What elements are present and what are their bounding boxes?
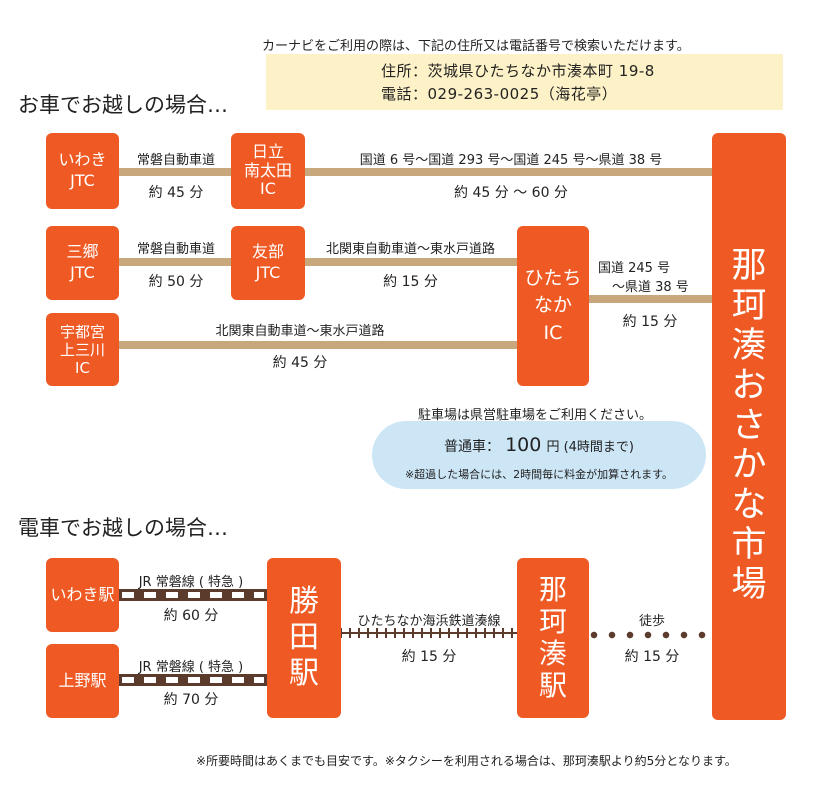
parking-bubble: [372, 421, 706, 489]
road-iwaki-hitachi: [118, 168, 233, 176]
parking-fee-value: 100: [505, 434, 542, 456]
car-section-title: お車でお越しの場合…: [18, 93, 228, 117]
road-hitachi-destination: [304, 168, 714, 176]
node-tomobe-jtc: 友部 JTC: [231, 226, 305, 300]
route-prefectural-label-1: 国道 245 号: [598, 261, 671, 276]
route-minato-line-time: 約 15 分: [401, 649, 457, 665]
route-joban-limited-time-1: 約 60 分: [163, 608, 219, 624]
node-misato-jtc: 三郷 JTC: [46, 226, 119, 300]
node-katsuta-station: 勝 田 駅: [267, 558, 341, 718]
road-utsunomiya-hitachinaka: [118, 341, 518, 349]
route-joban-limited-time-2: 約 70 分: [163, 692, 219, 708]
route-kitakanto-label-1: 北関東自動車道〜東水戸道路: [325, 242, 495, 257]
route-joban-label-1: 常磐自動車道: [136, 153, 215, 168]
route-joban-label-2: 常磐自動車道: [136, 242, 215, 257]
destination-nakaminato-fish-market: 那 珂 湊 お さ か な 市 場: [712, 133, 786, 720]
route-joban-time-2: 約 50 分: [148, 274, 204, 290]
route-national-road-label: 国道 6 号〜国道 293 号〜国道 245 号〜県道 38 号: [359, 153, 663, 168]
road-tomobe-hitachinaka: [304, 258, 518, 266]
route-joban-limited-label-2: JR 常磐線 ( 特急 ): [138, 660, 244, 675]
road-misato-tomobe: [118, 258, 233, 266]
road-hitachinaka-destination: [588, 295, 714, 303]
node-utsunomiya-kaminokawa-ic: 宇都宮 上三川 IC: [46, 313, 119, 386]
route-prefectural-label-2: 〜県道 38 号: [612, 280, 689, 295]
node-ueno-station: 上野駅: [46, 644, 119, 718]
phone-text: 電話：029-263-0025（海花亭）: [381, 85, 618, 103]
footer-note: ※所要時間はあくまでも目安です。※タクシーを利用される場合は、那珂湊駅より約5分…: [196, 754, 737, 768]
route-joban-limited-label-1: JR 常磐線 ( 特急 ): [138, 575, 244, 590]
node-iwaki-jtc: いわき JTC: [46, 133, 119, 209]
node-hitachi-minamiota-ic: 日立 南太田 IC: [231, 133, 305, 209]
route-kitakanto-label-2: 北関東自動車道〜東水戸道路: [215, 324, 385, 339]
walking-path: [590, 631, 714, 639]
parking-fee-label: 普通車：: [443, 439, 500, 455]
route-prefectural-time: 約 15 分: [622, 314, 678, 330]
route-walking-label: 徒歩: [638, 614, 665, 629]
route-national-road-time: 約 45 分 〜 60 分: [454, 185, 568, 201]
rail-minato-line: [340, 628, 518, 638]
route-kitakanto-time-2: 約 45 分: [272, 355, 328, 371]
route-joban-time-1: 約 45 分: [148, 185, 204, 201]
route-kitakanto-time-1: 約 15 分: [383, 274, 438, 290]
node-iwaki-station: いわき駅: [46, 558, 119, 632]
node-hitachinaka-ic: ひたち なか IC: [517, 226, 589, 386]
car-nav-notice: カーナビをご利用の際は、下記の住所又は電話番号で検索いただけます。: [262, 39, 690, 54]
train-section-title: 電車でお越しの場合…: [18, 516, 228, 540]
route-minato-line-label: ひたちなか海浜鉄道湊線: [357, 614, 501, 629]
parking-heading: 駐車場は県営駐車場をご利用ください。: [417, 408, 652, 423]
parking-fee-unit: 円 (4時間まで): [546, 440, 634, 455]
route-walking-time: 約 15 分: [624, 649, 680, 665]
address-text: 住所：茨城県ひたちなか市湊本町 19-8: [381, 62, 655, 80]
rail-ueno-katsuta: [118, 674, 268, 686]
parking-note: ※超過した場合には、2時間毎に料金が加算されます。: [404, 468, 674, 481]
rail-iwaki-katsuta: [118, 589, 268, 601]
contact-info-box: [266, 54, 783, 110]
parking-fee: 普通車： 100 円 (4時間まで): [372, 434, 706, 456]
node-nakaminato-station: 那 珂 湊 駅: [517, 558, 589, 718]
